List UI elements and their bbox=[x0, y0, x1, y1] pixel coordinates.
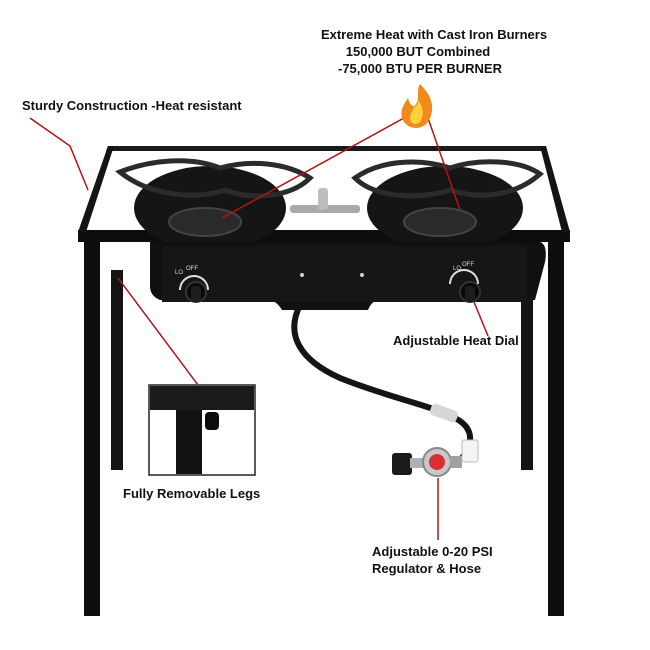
top-frame-back bbox=[106, 146, 547, 151]
left-grate bbox=[115, 158, 314, 199]
construction-callout: Sturdy Construction -Heat resistant bbox=[22, 98, 242, 113]
front-left-leg bbox=[84, 238, 100, 616]
inset-frame bbox=[150, 386, 254, 410]
regulator-callout-line-1: Adjustable 0-20 PSI bbox=[372, 544, 493, 559]
panel-dot bbox=[360, 273, 364, 277]
top-frame-left bbox=[78, 146, 114, 232]
gas-valve-stem bbox=[318, 188, 328, 210]
right-heat-knob[interactable] bbox=[449, 269, 481, 303]
right-grate bbox=[351, 159, 545, 199]
right-burner-head bbox=[403, 207, 477, 237]
leader-lines bbox=[29, 117, 489, 540]
left-knob-lo-label: LO bbox=[175, 270, 183, 276]
heat-callout-line-3: -75,000 BTU PER BURNER bbox=[338, 61, 502, 76]
back-left-leg bbox=[111, 270, 123, 470]
left-burner-head bbox=[168, 207, 242, 237]
heat-callout: Extreme Heat with Cast Iron Burners 150,… bbox=[284, 26, 584, 77]
left-knob-off-label: OFF bbox=[186, 266, 198, 272]
inset-thumbscrew bbox=[205, 412, 219, 430]
hose-fitting bbox=[429, 403, 459, 423]
heat-callout-line-1: Extreme Heat with Cast Iron Burners bbox=[320, 27, 548, 42]
regulator bbox=[392, 439, 479, 477]
regulator-callout-line-2: Regulator & Hose bbox=[372, 561, 482, 576]
gas-hose bbox=[291, 303, 474, 460]
flame-icon bbox=[401, 84, 433, 128]
regulator-callout: Adjustable 0-20 PSI Regulator & Hose bbox=[372, 543, 493, 577]
back-right-leg bbox=[521, 270, 533, 470]
right-knob-lo-label: LO bbox=[453, 266, 461, 272]
top-frame-right bbox=[540, 146, 570, 232]
heat-dial-callout: Adjustable Heat Dial bbox=[393, 333, 519, 348]
left-heat-knob[interactable] bbox=[179, 275, 209, 303]
right-knob-off-label: OFF bbox=[462, 262, 474, 268]
heat-callout-line-2: 150,000 BUT Combined bbox=[345, 44, 491, 59]
legs-callout: Fully Removable Legs bbox=[123, 486, 261, 501]
panel-dot bbox=[300, 273, 304, 277]
front-right-leg bbox=[548, 238, 564, 616]
